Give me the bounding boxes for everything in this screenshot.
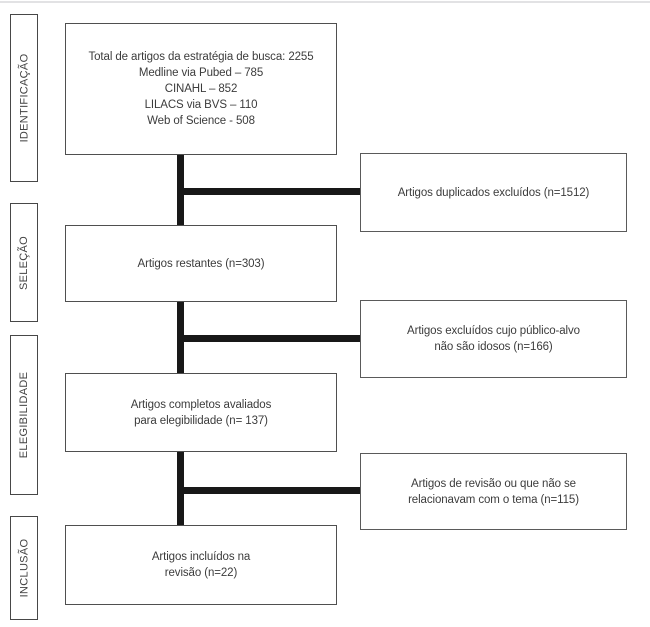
stage-label-identificacao: IDENTIFICAÇÃO <box>18 53 31 143</box>
stage-box-inclusao: INCLUSÃO <box>10 516 38 620</box>
flow-box-text-line: Artigos duplicados excluídos (n=1512) <box>397 186 590 199</box>
flow-box-text-line: Artigos excluídos cujo público-alvo <box>407 325 580 337</box>
flow-box-text-line: Artigos completos avaliados <box>130 398 272 411</box>
flow-box-text-line: Artigos de revisão ou que não se <box>411 477 576 490</box>
stage-box-selecao: SELEÇÃO <box>10 203 38 322</box>
flow-box-text-line: Total de artigos da estratégia de busca:… <box>88 51 314 63</box>
connector-branch-3 <box>181 487 360 494</box>
flow-box-text-line: para elegibilidade (n= 137) <box>134 414 268 427</box>
stage-label-elegibilidade: ELEGIBILIDADE <box>18 371 30 459</box>
stage-box-identificacao: IDENTIFICAÇÃO <box>10 14 38 182</box>
stage-label-selecao: SELEÇÃO <box>18 235 31 290</box>
flow-box-text-line: Artigos restantes (n=303) <box>137 257 265 270</box>
flow-box-text-line: CINAHL – 852 <box>164 83 238 95</box>
flow-box-search-total: Total de artigos da estratégia de busca:… <box>65 23 337 155</box>
stage-label-inclusao: INCLUSÃO <box>18 538 31 598</box>
flow-box-text-line: Medline via Pubed – 785 <box>138 67 264 79</box>
flow-box-wrong-population-excluded: Artigos excluídos cujo público-alvo não … <box>360 300 627 378</box>
connector-branch-2 <box>181 335 360 342</box>
connector-branch-1 <box>181 188 360 195</box>
connector-vertical-2 <box>177 301 184 374</box>
flow-box-text-line: LILACS via BVS – 110 <box>144 99 258 111</box>
stage-box-elegibilidade: ELEGIBILIDADE <box>10 335 38 495</box>
connector-vertical-1 <box>177 154 184 226</box>
flow-box-text-line: relacionavam com o tema (n=115) <box>408 493 579 506</box>
flow-box-text-line: Web of Science - 508 <box>147 115 255 127</box>
connector-vertical-3 <box>177 451 184 526</box>
flow-box-offtopic-excluded: Artigos de revisão ou que não se relacio… <box>360 453 627 530</box>
flow-box-included: Artigos incluídos na revisão (n=22) <box>65 525 337 605</box>
flow-box-duplicates-excluded: Artigos duplicados excluídos (n=1512) <box>360 153 627 232</box>
flow-box-text-line: revisão (n=22) <box>164 567 238 579</box>
flow-box-text-line: Artigos incluídos na <box>151 551 251 563</box>
flow-box-text-line: não são idosos (n=166) <box>434 341 553 353</box>
flow-box-fulltext-assessed: Artigos completos avaliados para elegibi… <box>65 373 337 452</box>
flow-box-remaining: Artigos restantes (n=303) <box>65 225 337 302</box>
top-edge-line <box>0 1 650 3</box>
